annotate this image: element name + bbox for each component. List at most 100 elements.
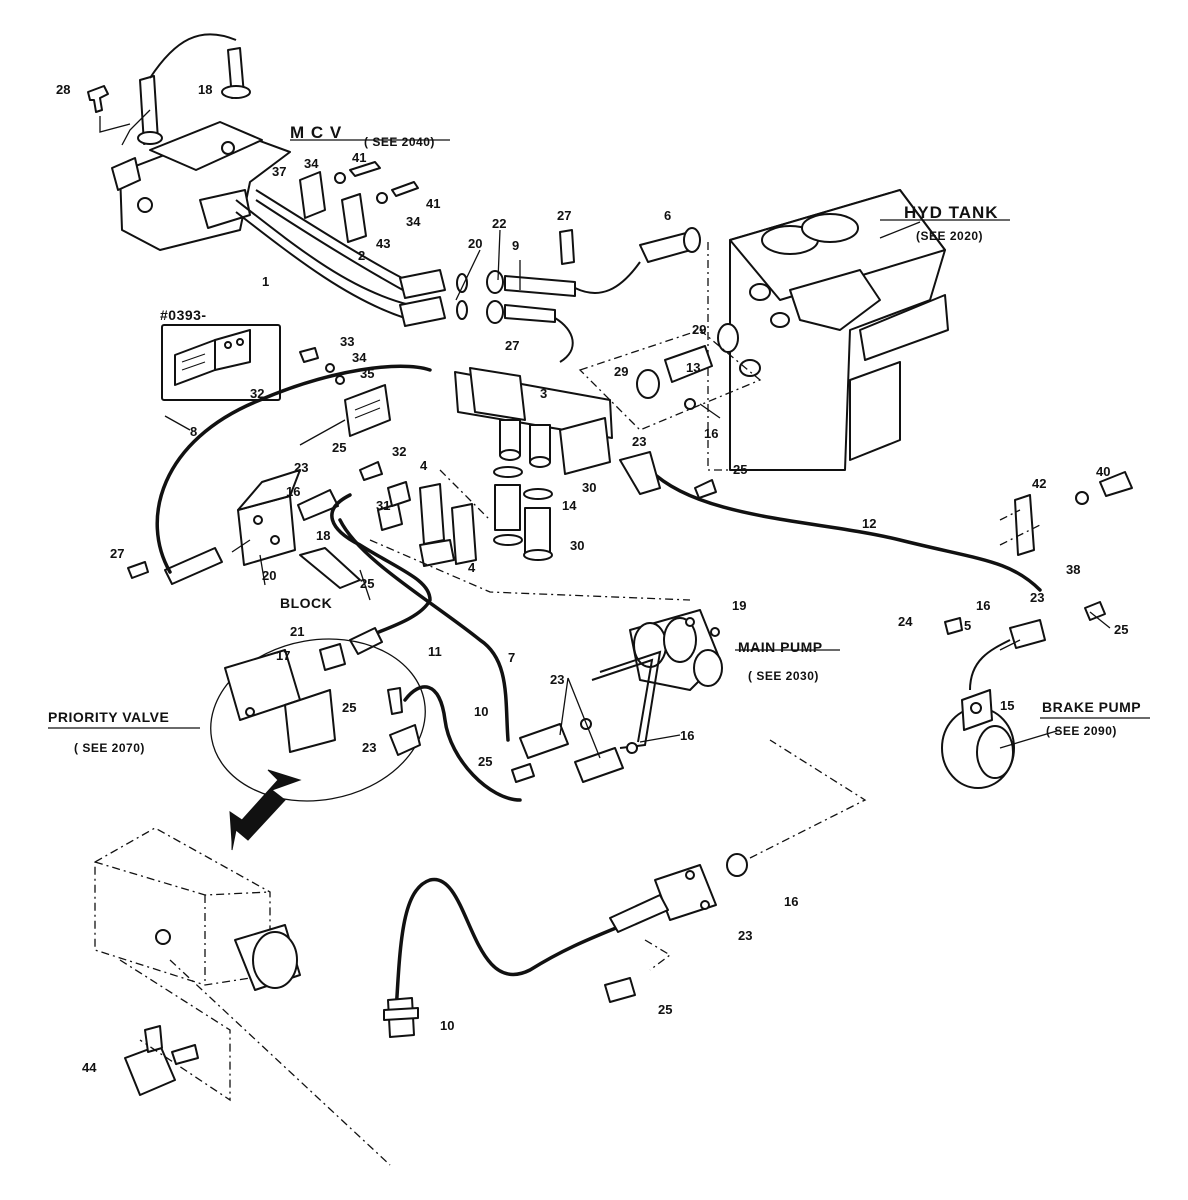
callout: 6: [664, 208, 671, 223]
block: [237, 469, 301, 566]
label-brake-pump-ref: ( SEE 2090): [1046, 724, 1117, 738]
label-priority-valve-ref: ( SEE 2070): [74, 741, 145, 755]
callout: 21: [290, 624, 304, 639]
valve-block-3: [454, 367, 613, 475]
hose-11: [330, 493, 432, 642]
callout: 4: [420, 458, 428, 473]
bolt-28: [87, 85, 109, 113]
callout: 25: [360, 576, 374, 591]
callout: 23: [362, 740, 376, 755]
hose-7: [338, 518, 510, 742]
callout: 2: [358, 248, 365, 263]
hydraulic-tank: [707, 189, 949, 471]
fitting-27-block: [164, 547, 223, 585]
callout: 35: [360, 366, 374, 381]
bolt-27: [127, 561, 149, 579]
callout: 20: [468, 236, 482, 251]
fitting-44: [124, 1044, 176, 1096]
callout: 19: [732, 598, 746, 613]
callout: 34: [304, 156, 319, 171]
priority-valve-detail: [210, 638, 426, 802]
fitting-16-block: [297, 489, 339, 521]
hose-10-upper: [403, 685, 522, 802]
callout: 13: [686, 360, 700, 375]
callout: 14: [562, 498, 577, 513]
bracket-32: [344, 384, 391, 437]
callout: 10: [474, 704, 488, 719]
callout: 17: [276, 648, 290, 663]
label-hyd-tank: HYD TANK: [904, 203, 999, 222]
label-main-pump: MAIN PUMP: [738, 639, 823, 655]
callout: 30: [582, 480, 596, 495]
label-mcv: M C V: [290, 123, 342, 142]
bracket-43: [341, 193, 367, 243]
callout: 10: [440, 1018, 454, 1033]
callout: 34: [352, 350, 367, 365]
callout: 28: [56, 82, 70, 97]
fitting-23-brake: [1009, 619, 1046, 649]
main-pump: [629, 609, 723, 691]
callout: 12: [862, 516, 876, 531]
label-brake-pump: BRAKE PUMP: [1042, 699, 1141, 715]
fitting-18: [299, 547, 361, 589]
bolt-33: [299, 347, 319, 363]
clamp-29-lower: [636, 369, 660, 399]
callout: 41: [352, 150, 366, 165]
mcv-assembly: [111, 33, 291, 251]
bracket-37: [299, 171, 326, 219]
hose-10-lower: [393, 877, 642, 1032]
bolt-25-tank: [694, 479, 717, 499]
bracket-38: [1014, 494, 1035, 556]
callout: 1: [262, 274, 269, 289]
callout: 23: [738, 928, 752, 943]
pipe-2: [255, 189, 411, 283]
callout: 44: [82, 1060, 97, 1075]
callout: 33: [340, 334, 354, 349]
callout: 29: [692, 322, 706, 337]
label-block: BLOCK: [280, 595, 332, 611]
label-priority-valve: PRIORITY VALVE: [48, 709, 169, 725]
label-inset-code: #0393-: [160, 307, 207, 323]
screw-27-top: [559, 229, 575, 265]
callout: 23: [1030, 590, 1044, 605]
hose-13: [664, 345, 713, 383]
callout: 15: [1000, 698, 1014, 713]
callout: 25: [332, 440, 346, 455]
callout: 8: [190, 424, 197, 439]
callout: 41: [426, 196, 440, 211]
hose-8: [155, 364, 432, 574]
callout: 20: [262, 568, 276, 583]
bolt-24: [944, 617, 963, 635]
washer-34-lower: [376, 192, 388, 204]
callout: 25: [733, 462, 747, 477]
label-main-pump-ref: ( SEE 2030): [748, 669, 819, 683]
brake-pump: [941, 689, 1015, 789]
callout: 27: [557, 208, 571, 223]
callout: 30: [570, 538, 584, 553]
callout: 11: [428, 644, 442, 659]
callout: 23: [632, 434, 646, 449]
callout: 25: [478, 754, 492, 769]
callout: 3: [540, 386, 547, 401]
pipe-5: [969, 639, 1011, 691]
callout: 31: [376, 498, 390, 513]
label-hyd-tank-ref: (SEE 2020): [916, 229, 983, 243]
callout: 4: [468, 560, 476, 575]
callout: 16: [680, 728, 694, 743]
bolt-41-lower: [391, 181, 419, 197]
oring-16: [726, 853, 748, 877]
callout: 16: [784, 894, 798, 909]
callout: 7: [508, 650, 515, 665]
callout: 42: [1032, 476, 1046, 491]
filters-14-30: [493, 466, 553, 561]
callout: 43: [376, 236, 390, 251]
detail-arrow: [229, 769, 302, 851]
callout: 37: [272, 164, 286, 179]
washer-34-upper: [334, 172, 346, 184]
callout: 38: [1066, 562, 1080, 577]
callout: 25: [342, 700, 356, 715]
callout: 25: [658, 1002, 672, 1017]
bolt-40: [1099, 471, 1133, 497]
label-mcv-ref: ( SEE 2040): [364, 135, 435, 149]
